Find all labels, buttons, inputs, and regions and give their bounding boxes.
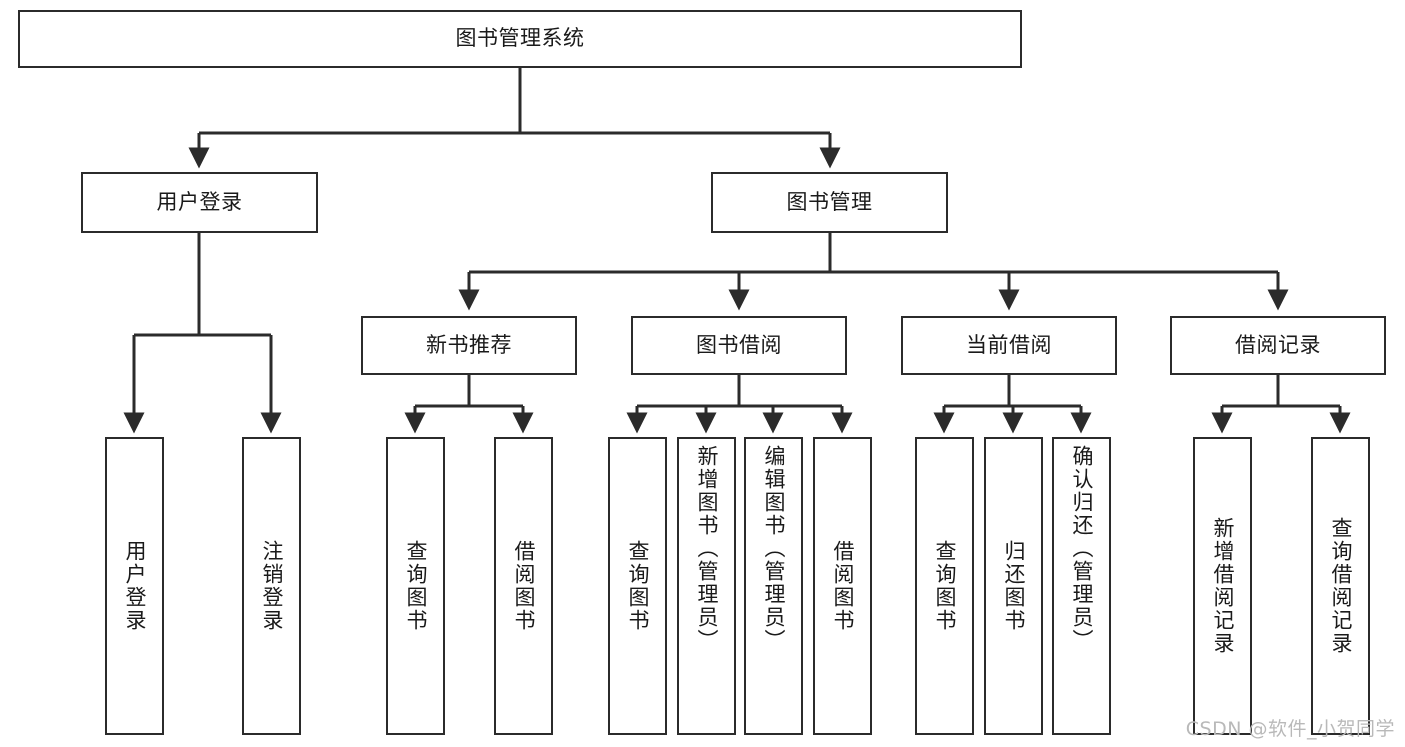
node-label: 查询图书	[933, 540, 957, 632]
user-login-to-leaves-connectors	[123, 233, 282, 434]
node-label: 新增借阅记录	[1211, 517, 1235, 655]
leaf-current-borrow-query-book[interactable]: 查询图书	[915, 437, 974, 735]
node-borrow-record[interactable]: 借阅记录	[1170, 316, 1386, 375]
node-label: 归还图书	[1002, 540, 1026, 632]
node-label: 用户登录	[156, 189, 243, 214]
root-to-level2-connectors	[188, 68, 841, 169]
leaf-user-login-login[interactable]: 用户登录	[105, 437, 164, 735]
current-borrow-to-leaves-connectors	[933, 375, 1092, 434]
leaf-borrow-record-query-record[interactable]: 查询借阅记录	[1311, 437, 1370, 735]
borrow-record-to-leaves-connectors	[1211, 375, 1351, 434]
new-book-to-leaves-connectors	[404, 375, 534, 434]
leaf-book-borrow-edit-book-admin[interactable]: 编辑图书（管理员）	[744, 437, 803, 735]
node-user-login[interactable]: 用户登录	[81, 172, 318, 233]
node-label: 新增图书（管理员）	[695, 445, 719, 652]
leaf-user-login-logout[interactable]: 注销登录	[242, 437, 301, 735]
node-label: 图书管理	[786, 189, 873, 214]
node-label: 确认归还（管理员）	[1070, 445, 1094, 652]
node-book-management[interactable]: 图书管理	[711, 172, 948, 233]
node-label: 查询图书	[404, 540, 428, 632]
leaf-current-borrow-confirm-return-admin[interactable]: 确认归还（管理员）	[1052, 437, 1111, 735]
node-new-book-recommend[interactable]: 新书推荐	[361, 316, 577, 375]
leaf-new-book-borrow-book[interactable]: 借阅图书	[494, 437, 553, 735]
node-label: 编辑图书（管理员）	[762, 445, 786, 652]
node-label: 借阅记录	[1235, 332, 1321, 357]
node-root-book-management-system[interactable]: 图书管理系统	[18, 10, 1022, 68]
node-label: 借阅图书	[512, 540, 536, 632]
node-label: 当前借阅	[966, 332, 1052, 357]
leaf-current-borrow-return-book[interactable]: 归还图书	[984, 437, 1043, 735]
node-book-borrow[interactable]: 图书借阅	[631, 316, 847, 375]
node-label: 用户登录	[123, 540, 147, 632]
leaf-book-borrow-borrow-book[interactable]: 借阅图书	[813, 437, 872, 735]
leaf-book-borrow-add-book-admin[interactable]: 新增图书（管理员）	[677, 437, 736, 735]
node-label: 图书借阅	[696, 332, 782, 357]
book-borrow-to-leaves-connectors	[626, 375, 853, 434]
node-label: 借阅图书	[831, 540, 855, 632]
book-manage-to-level3-connectors	[458, 233, 1289, 311]
leaf-new-book-query-book[interactable]: 查询图书	[386, 437, 445, 735]
node-label: 注销登录	[260, 540, 284, 632]
node-label: 查询图书	[626, 540, 650, 632]
node-current-borrow[interactable]: 当前借阅	[901, 316, 1117, 375]
node-label: 新书推荐	[426, 332, 512, 357]
node-label: 图书管理系统	[455, 26, 585, 51]
leaf-borrow-record-add-record[interactable]: 新增借阅记录	[1193, 437, 1252, 735]
node-label: 查询借阅记录	[1329, 517, 1353, 655]
leaf-book-borrow-query-book[interactable]: 查询图书	[608, 437, 667, 735]
